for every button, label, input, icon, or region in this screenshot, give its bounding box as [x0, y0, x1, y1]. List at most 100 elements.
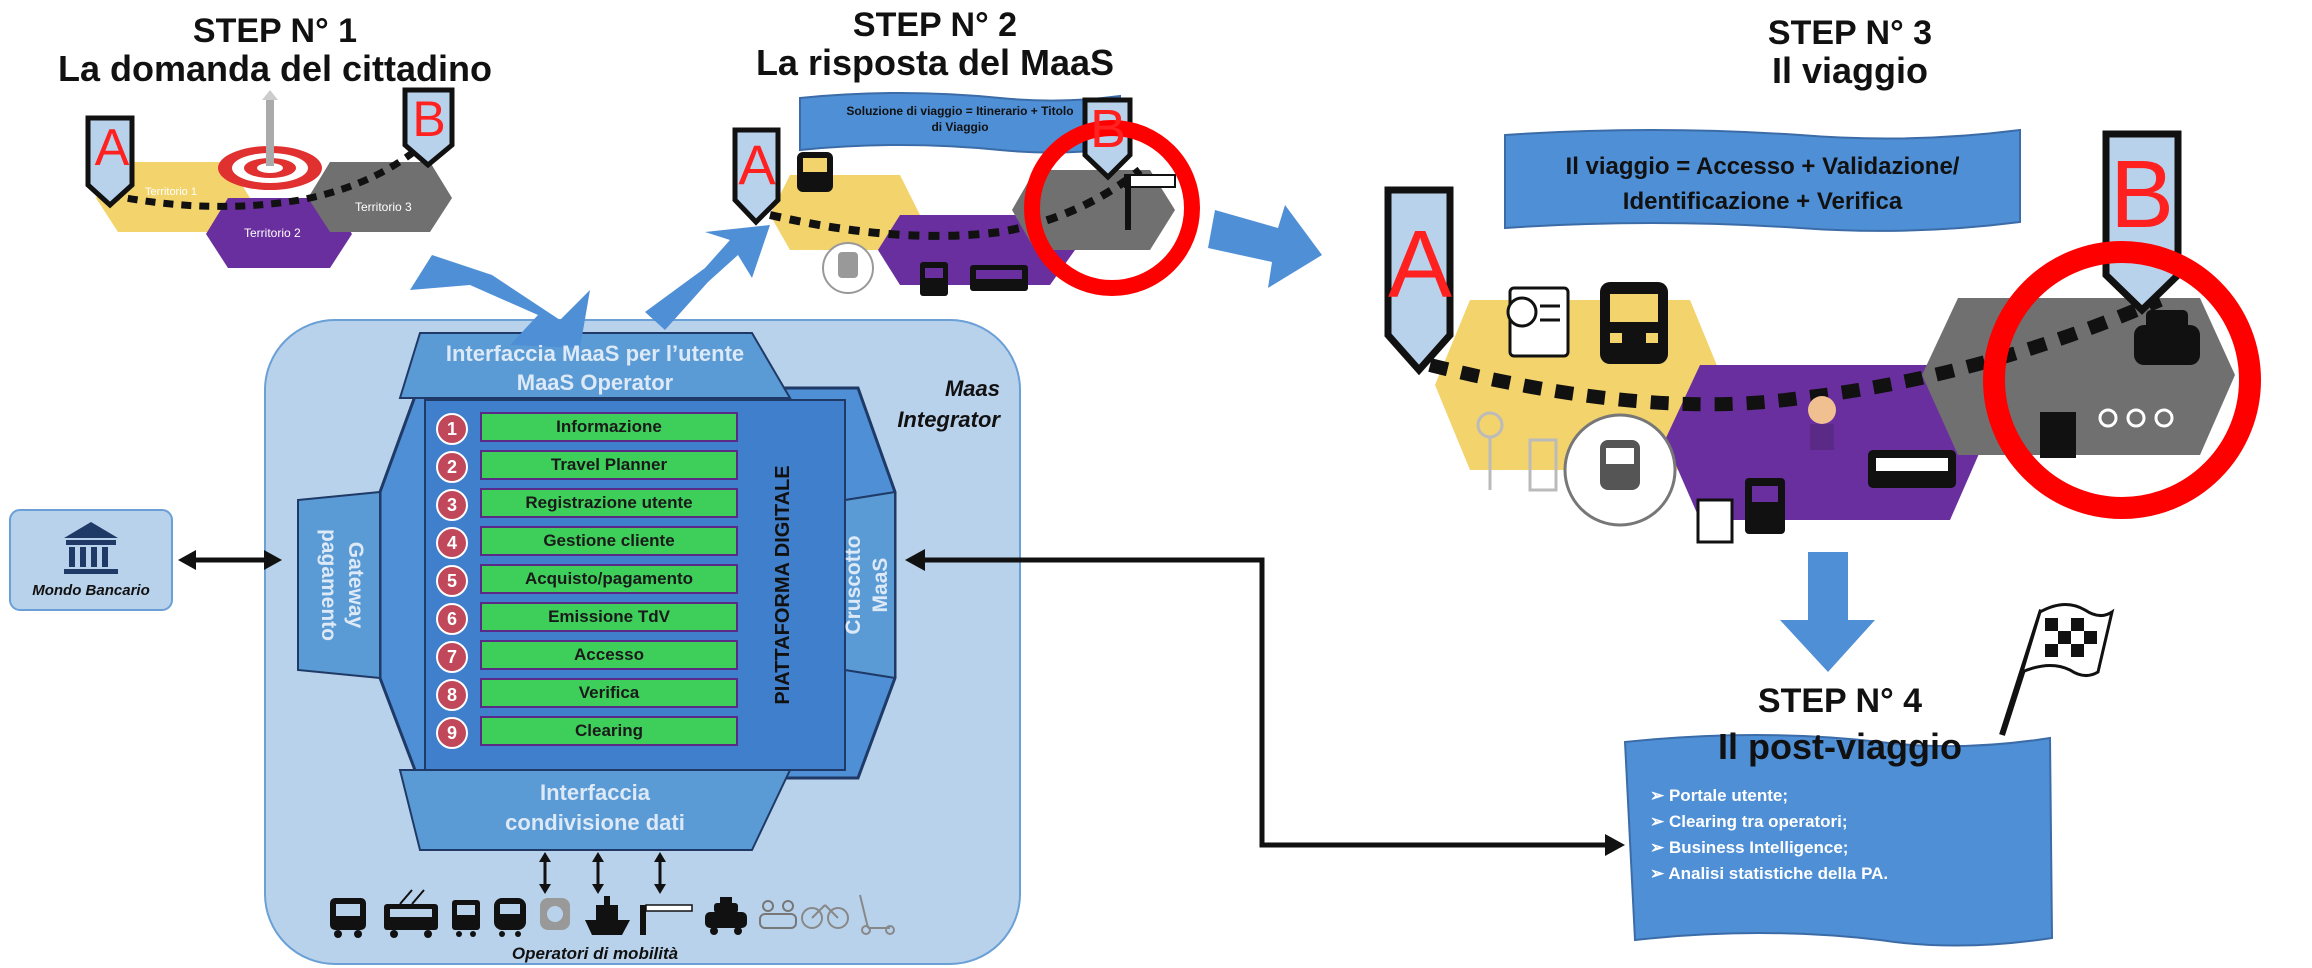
maas-integrator-line2: Integrator: [897, 406, 1000, 432]
step2-banner-line2: di Viaggio: [931, 119, 989, 134]
step4-bullet-2-text: Clearing tra operatori;: [1668, 812, 1848, 831]
ship-icon: [585, 896, 630, 935]
function-label: Verifica: [480, 678, 738, 708]
step3-ticket-check-icon: [1506, 286, 1570, 358]
function-number: 9: [436, 717, 468, 749]
step3-banner-line1: Il viaggio = Accesso + Validazione/: [1565, 153, 1960, 180]
operatori-mobilita-label: Operatori di mobilità: [511, 944, 679, 963]
function-number: 3: [436, 489, 468, 521]
step1-point-b: B: [412, 91, 446, 147]
step3-highlight-circle: [1983, 241, 2261, 519]
interfaccia-dati-line1: Interfaccia: [539, 780, 651, 805]
function-label: Registrazione utente: [480, 488, 738, 518]
step2-banner-line1: Soluzione di viaggio = Itinerario + Tito…: [846, 104, 1074, 118]
mobility-operator-icons: [330, 889, 895, 938]
function-number: 8: [436, 679, 468, 711]
function-number: 1: [436, 413, 468, 445]
step1-subtitle: La domanda del cittadino: [57, 47, 493, 89]
step2-highlight-circle: [1024, 120, 1200, 296]
step3-bus-icon: [1600, 282, 1668, 364]
cruscotto-step4-connector: [920, 557, 1610, 848]
step3-banner-line2: Identificazione + Verifica: [1622, 187, 1903, 215]
step4-title: STEP N° 4 Il post-viaggio: [1630, 682, 2050, 767]
step3-point-b: B: [2109, 141, 2175, 248]
step3-doc-check-icon: [1696, 498, 1734, 544]
flow-arrow-step1-to-platform: [410, 255, 590, 348]
function-number: 6: [436, 603, 468, 635]
step3-subtitle: Il viaggio: [1771, 49, 1929, 91]
bank-label: Mondo Bancario: [32, 582, 150, 599]
interfaccia-utente-panel: [398, 332, 792, 399]
step2-subtitle: La risposta del MaaS: [755, 41, 1115, 83]
interfaccia-utente-label: Interfaccia MaaS per l’utente MaaS Opera…: [400, 340, 790, 397]
function-number: 2: [436, 451, 468, 483]
step4-bullet-3: ➢ Business Intelligence;: [1650, 838, 1849, 857]
step3-title: STEP N° 3 Il viaggio: [1650, 15, 2050, 91]
step2-point-a: A: [738, 133, 776, 196]
function-label: Clearing: [480, 716, 738, 746]
function-label: Accesso: [480, 640, 738, 670]
step1-point-a: A: [94, 119, 130, 177]
function-label: Gestione cliente: [480, 526, 738, 556]
train-icon: [494, 898, 526, 937]
step1-territory-1: Territorio 1: [145, 186, 197, 198]
cruscotto-label: Cruscotto MaaS: [840, 505, 900, 665]
step3-point-a: A: [1388, 211, 1453, 318]
maas-integrator-line1: Maas: [944, 376, 1000, 401]
gateway-line2: pagamento: [316, 528, 340, 641]
piattaforma-digitale-label: PIATTAFORMA DIGITALE: [772, 465, 794, 705]
step4-bullet-4-text: Analisi statistiche della PA.: [1668, 864, 1889, 883]
flow-arrow-step2-to-step3: [1208, 205, 1322, 288]
step3-car-sharing-icon: [2098, 408, 2174, 486]
step2-tram-icon: [920, 262, 948, 296]
bus-icon: [330, 898, 366, 938]
car-sharing-icon: [759, 900, 797, 929]
trolleybus-icon: [384, 889, 438, 938]
bank-icon: [64, 522, 118, 574]
function-number: 7: [436, 641, 468, 673]
tram-icon: [452, 900, 480, 937]
step3-car-icon: [2134, 310, 2200, 365]
step1-pin-b: [402, 87, 455, 169]
parking-barrier-icon: [640, 904, 693, 935]
step1-title-line: STEP N° 1: [192, 12, 358, 50]
flow-arrow-platform-to-step2: [645, 225, 770, 330]
step3-thumbs-doc-icon: [2040, 412, 2076, 458]
cruscotto-line2: MaaS: [869, 557, 893, 613]
function-label: Informazione: [480, 412, 738, 442]
data-exchange-arrows: [539, 852, 666, 894]
interfaccia-utente-line1: Interfaccia MaaS per l’utente: [445, 341, 745, 366]
maas-integrator-label: Maas Integrator: [890, 374, 1000, 436]
step3-graphic: [1384, 128, 2235, 544]
gateway-panel: [297, 490, 381, 680]
step3-trolley-icon: [1868, 450, 1956, 488]
function-number: 5: [436, 565, 468, 597]
interfaccia-dati-line2: condivisione dati: [505, 809, 685, 835]
function-label: Emissione TdV: [480, 602, 738, 632]
interfaccia-utente-line2: MaaS Operator: [516, 369, 674, 395]
step4-bullet-2: ➢ Clearing tra operatori;: [1650, 812, 1848, 831]
step2-point-b: B: [1089, 99, 1127, 159]
step4-bullet-1: ➢ Portale utente;: [1650, 786, 1788, 805]
step3-banner-text: Il viaggio = Accesso + Validazione/ Iden…: [1505, 150, 2020, 220]
function-number: 4: [436, 527, 468, 559]
flow-arrow-step3-to-step4: [1780, 552, 1875, 672]
step3-tram-icon: [1745, 478, 1785, 534]
step4-banner: [1623, 734, 2054, 947]
step4-title-line: STEP N° 4: [1757, 682, 1923, 720]
step2-bus-icon: [797, 152, 833, 192]
step4-subtitle: Il post-viaggio: [1717, 725, 1962, 767]
step4-bullet-1-text: Portale utente;: [1668, 786, 1788, 805]
bike-sharing-icon: [801, 904, 849, 929]
step2-banner-text: Soluzione di viaggio = Itinerario + Tito…: [800, 104, 1120, 135]
bank-box: [9, 509, 173, 611]
interfaccia-dati-label: Interfaccia condivisione dati: [400, 778, 790, 837]
step1-pin-a: [85, 115, 135, 209]
step1-title: STEP N° 1 La domanda del cittadino: [10, 12, 540, 89]
checkered-flag-icon: [1999, 603, 2115, 736]
taxi-icon: [705, 897, 747, 935]
step1-territory-3: Territorio 3: [355, 200, 412, 214]
gateway-label: Gateway pagamento: [309, 495, 369, 675]
step4-bullet-3-text: Business Intelligence;: [1668, 838, 1849, 857]
